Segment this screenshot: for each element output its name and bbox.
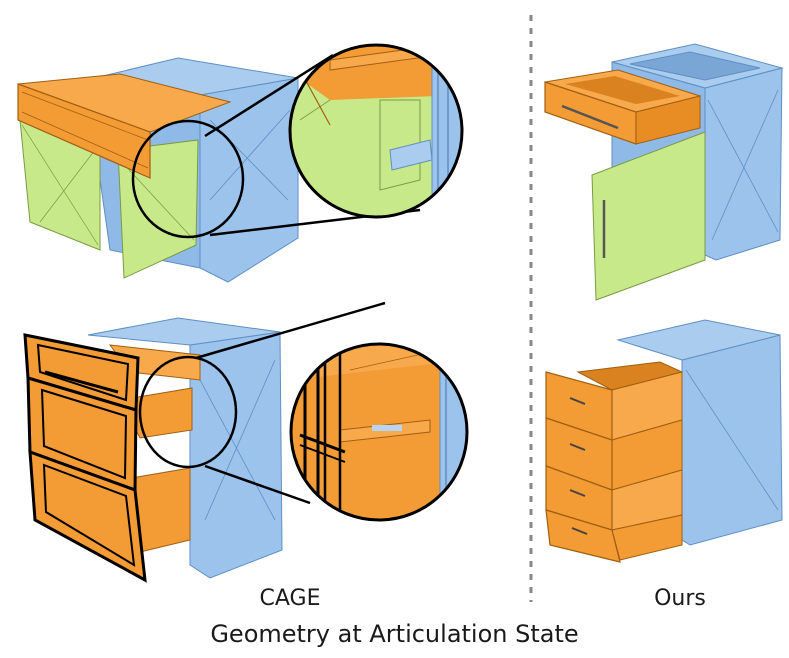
ours-top-cabinet (544, 43, 784, 301)
cage-top-cabinet (17, 57, 299, 283)
ours-drawer-front-4 (545, 509, 621, 563)
column-label-cage: CAGE (259, 586, 321, 611)
cabinet-top (87, 317, 281, 346)
ours-door (591, 131, 706, 301)
zoom-connector-bottom-lower (204, 464, 311, 505)
zoom-connector-bottom-upper (195, 301, 386, 360)
zoom-connector-top-upper (204, 53, 334, 138)
cage-drawer-front-3 (28, 449, 147, 583)
ours-bottom-cabinet (545, 319, 783, 563)
drawer-handle-icon (561, 104, 619, 130)
cabinet-side-panel (189, 331, 283, 579)
cabinet-side-panel (704, 67, 783, 261)
cage-bottom-cabinet (23, 317, 283, 583)
cage-right-door (117, 139, 199, 279)
zoom-inset-top (288, 43, 464, 219)
zoom-source-ring-bottom (138, 355, 238, 469)
figure-caption: Geometry at Articulation State (210, 620, 579, 648)
column-label-ours: Ours (654, 586, 706, 611)
zoom-inset-bottom (289, 342, 469, 522)
cabinet-top (616, 319, 781, 361)
zoom-source-ring-top (131, 119, 245, 239)
